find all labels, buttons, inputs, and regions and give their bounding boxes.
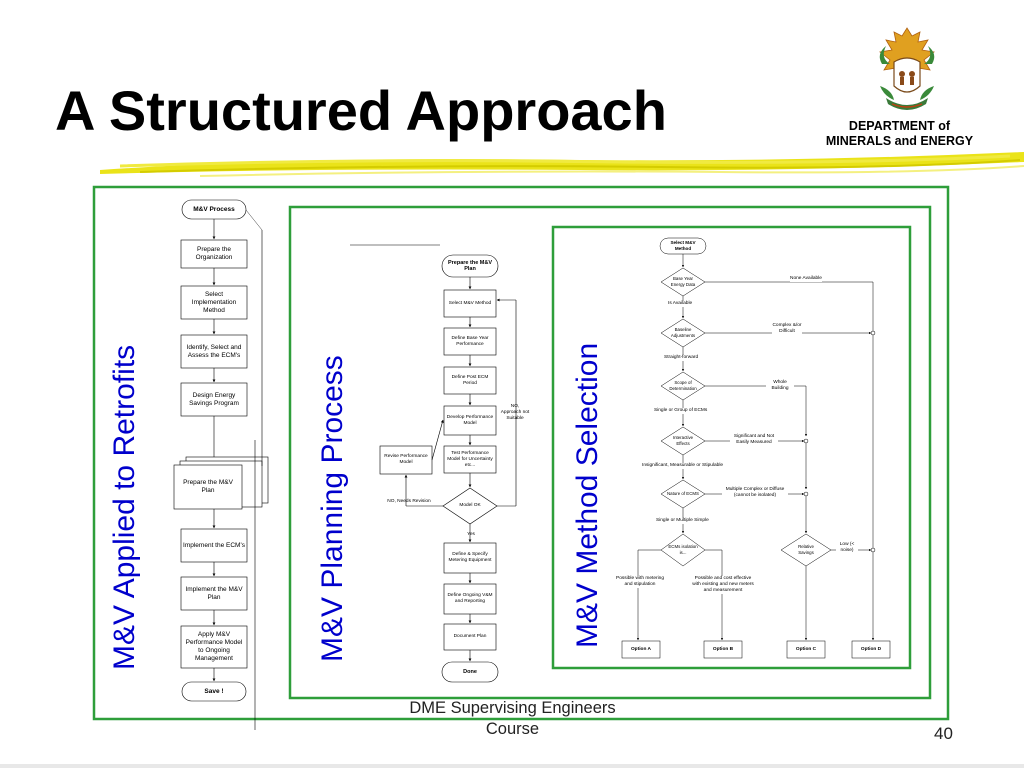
branch-label: None Available xyxy=(790,276,822,282)
process-step-label: Implement the M&V Plan xyxy=(185,585,243,601)
coat-of-arms-logo xyxy=(879,27,935,110)
branch-label: Insignificant, Measurable or Stipulable xyxy=(642,463,724,469)
page-title: A Structured Approach xyxy=(55,79,667,142)
plan-step-label: Test Performance Model for Uncertainty e… xyxy=(447,450,493,468)
plan-step-label: Select M&V Method xyxy=(448,300,492,306)
branch-label: Complex &/or Difficult xyxy=(772,323,802,335)
outer-frame xyxy=(92,185,950,721)
option-b-label: Option B xyxy=(712,646,734,652)
process-step-box xyxy=(180,382,248,417)
method-title: Select M&V Method xyxy=(670,240,696,251)
mv-process-end-label: Save ! xyxy=(204,687,224,695)
process-step-label: Prepare the M&V Plan xyxy=(183,479,233,494)
process-step-label: Implement the ECM's xyxy=(183,541,245,549)
process-step-label: Identify, Select and Assess the ECM's xyxy=(186,343,242,359)
branch-label: Whole Building xyxy=(766,380,794,392)
process-step-box xyxy=(180,528,248,563)
process-step-label: Select Implementation Method xyxy=(191,290,237,314)
label-planning: M&V Planning Process xyxy=(316,355,349,662)
plan-step-box xyxy=(443,445,497,474)
option-box xyxy=(851,640,891,659)
branch-label: Straight-forward xyxy=(664,355,699,361)
plan-title: Prepare the M&V Plan xyxy=(447,260,492,272)
label-method: M&V Method Selection xyxy=(571,342,604,648)
branch-label: Is Available xyxy=(668,301,693,307)
plan-step-label: Develop Performance Model xyxy=(446,414,494,426)
branch-label: Low (< noise) xyxy=(836,542,858,554)
mv-process-flow xyxy=(173,199,269,730)
plan-end xyxy=(441,661,499,683)
label-retrofits: M&V Applied to Retrofits xyxy=(108,344,141,670)
process-step-label: Prepare the Organization xyxy=(195,246,233,261)
branch-label: Single or Multiple Simple xyxy=(656,518,709,524)
plan-step-box xyxy=(443,405,497,436)
plan-step-box xyxy=(443,583,497,615)
process-step-box xyxy=(173,464,243,510)
process-step-label: Apply M&V Performance Model to Ongoing M… xyxy=(185,631,243,662)
branch-label: Possible with metering and stipulation xyxy=(612,576,668,588)
branch-label: Single or Group of ECMs xyxy=(654,408,708,414)
plan-step-box xyxy=(443,542,497,574)
process-step-box xyxy=(180,625,248,669)
plan-step-box xyxy=(443,289,497,318)
decision-text: Base Year Energy Data xyxy=(670,276,696,287)
yellow-swoosh-divider xyxy=(100,152,1024,177)
footer-line2: Course xyxy=(485,720,540,738)
mv-process-end xyxy=(181,681,247,702)
option-box xyxy=(786,640,826,659)
branch-label: Possible and cost effective with existin… xyxy=(690,576,756,594)
plan-step-label: Document Plan xyxy=(453,634,487,639)
branch-label: Significant and Not Easily Measured xyxy=(730,434,778,446)
method-frame xyxy=(551,225,912,670)
process-step-box xyxy=(180,239,248,269)
plan-step-box xyxy=(443,623,497,651)
method-selection-flow xyxy=(621,237,891,659)
process-step-label: Design Energy Savings Program xyxy=(189,391,239,407)
option-c-label: Option C xyxy=(795,646,817,652)
decision-text: Interactive Effects xyxy=(672,435,694,446)
mv-process-title: M&V Process xyxy=(193,205,235,213)
option-box xyxy=(621,640,661,659)
no-revision-label: NO, Needs Revision xyxy=(387,499,431,504)
footer-line1: DME Supervising Engineers xyxy=(409,699,616,717)
option-a-label: Option A xyxy=(630,646,652,652)
no-approach-label: NO, Approach not Suitable xyxy=(500,404,530,421)
decision-label: Model OK xyxy=(459,503,481,508)
decision-text: Relative Savings xyxy=(798,544,814,555)
department-name: DEPARTMENT of MINERALS and ENERGY xyxy=(812,119,987,149)
method-decision-diamond xyxy=(660,533,706,567)
decision-text: Nature of ECMS xyxy=(667,491,699,496)
plan-step-label: Define & Specify Metering Equipment xyxy=(448,552,492,563)
revise-label: Revise Performance Model xyxy=(384,454,428,465)
bottom-divider xyxy=(0,764,1024,768)
plan-step-label: Define Post ECM Period xyxy=(451,374,489,386)
mv-plan-flow xyxy=(350,244,517,683)
branch-label: Multiple Complex or Diffuse (cannot be i… xyxy=(722,487,788,499)
decision-text: Scope of Determination xyxy=(669,380,697,391)
decision-text: ECMs isolation is... xyxy=(668,544,698,555)
page-number: 40 xyxy=(934,724,953,743)
process-step-box xyxy=(180,285,248,320)
department-line1: DEPARTMENT of xyxy=(848,119,951,133)
plan-step-label: Define Base Year Performance xyxy=(451,335,489,347)
planning-frame xyxy=(288,205,932,700)
plan-step-label: Define Ongoing V&M and Reporting xyxy=(447,593,493,604)
plan-step-box xyxy=(443,366,497,395)
yes-label: Yes xyxy=(467,532,475,537)
plan-end-label: Done xyxy=(463,669,477,675)
plan-step-box xyxy=(443,327,497,356)
option-box xyxy=(703,640,743,659)
option-d-label: Option D xyxy=(860,646,882,652)
decision-text: Baseline Adjustments xyxy=(670,327,696,338)
department-line2: MINERALS and ENERGY xyxy=(825,134,974,148)
footer-course: DME Supervising Engineers Course xyxy=(380,698,645,740)
